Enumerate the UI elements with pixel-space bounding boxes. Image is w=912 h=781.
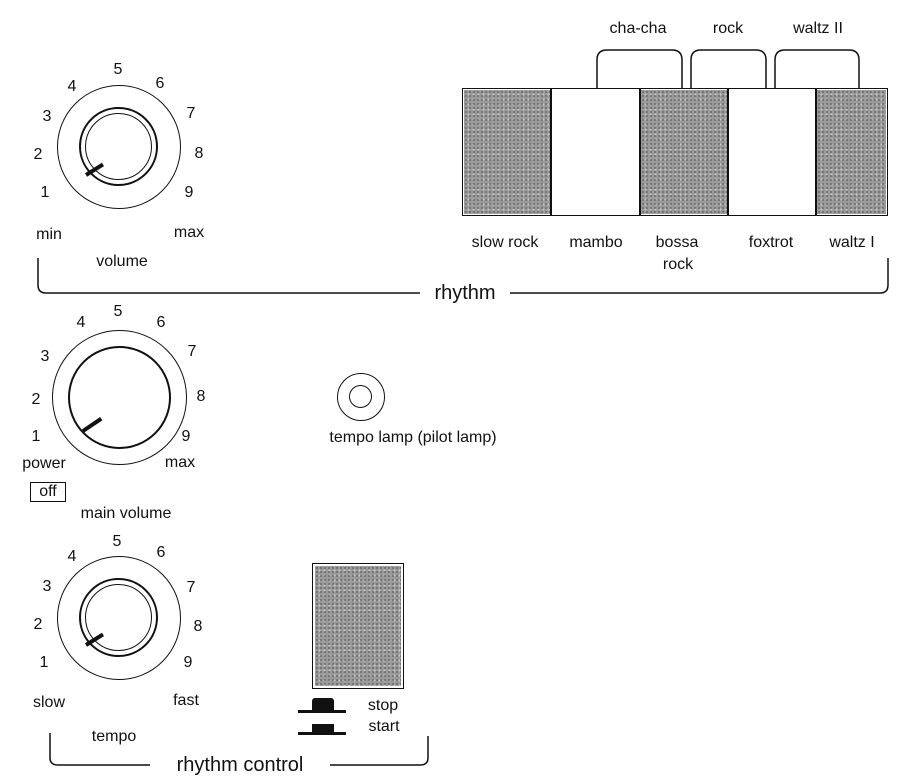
combo-label-waltz-ii: waltz II	[793, 20, 843, 37]
dial-number-5: 5	[113, 303, 123, 320]
label-bossa-rock-line2: rock	[662, 256, 694, 273]
dial-number-8: 8	[194, 145, 204, 162]
stop-position-line	[298, 710, 346, 713]
label-foxtrot: foxtrot	[748, 234, 794, 251]
tempo-fast-label: fast	[173, 692, 199, 709]
volume-max-label: max	[173, 224, 205, 241]
tempo-lamp	[337, 373, 385, 421]
start-position-icon	[312, 724, 334, 733]
volume-title: volume	[96, 253, 148, 270]
label-mambo: mambo	[569, 234, 623, 251]
dial-number-2: 2	[33, 146, 43, 163]
rhythm-button-panel	[462, 88, 888, 216]
dial-number-5: 5	[112, 533, 122, 550]
rhythm-button-bossa-rock[interactable]	[641, 90, 727, 214]
dial-number-3: 3	[42, 108, 52, 125]
dial-number-1: 1	[39, 654, 49, 671]
stop-position-icon	[312, 698, 334, 711]
tempo-knob[interactable]	[57, 556, 181, 680]
main-volume-title: main volume	[80, 505, 172, 522]
start-position-line	[298, 732, 346, 735]
dial-number-3: 3	[40, 348, 50, 365]
main-volume-knob[interactable]	[52, 330, 187, 465]
dial-number-4: 4	[76, 314, 86, 331]
label-bossa: bossa	[655, 234, 699, 251]
rhythm-control-button[interactable]	[312, 563, 404, 689]
dial-number-6: 6	[156, 544, 166, 561]
dial-number-6: 6	[155, 75, 165, 92]
dial-number-1: 1	[40, 184, 50, 201]
volume-knob-cap	[79, 107, 158, 186]
power-label: power	[22, 455, 66, 472]
rhythm-section-label: rhythm	[430, 282, 500, 304]
dial-number-7: 7	[186, 579, 196, 596]
dial-number-1: 1	[31, 428, 41, 445]
tempo-lamp-label: tempo lamp (pilot lamp)	[329, 429, 497, 446]
dial-number-4: 4	[67, 78, 77, 95]
rhythm-control-section-label: rhythm control	[172, 754, 308, 776]
main-volume-knob-cap	[68, 346, 171, 449]
rhythm-button-foxtrot[interactable]	[729, 90, 815, 214]
dial-number-4: 4	[67, 548, 77, 565]
start-label: start	[368, 718, 400, 735]
dial-number-6: 6	[156, 314, 166, 331]
rhythm-button-mambo[interactable]	[552, 90, 639, 214]
label-slow-rock: slow rock	[471, 234, 539, 251]
combo-label-rock: rock	[712, 20, 744, 37]
tempo-slow-label: slow	[32, 694, 66, 711]
dial-number-2: 2	[33, 616, 43, 633]
rhythm-button-waltz-i[interactable]	[817, 90, 886, 214]
dial-number-8: 8	[193, 618, 203, 635]
dial-number-3: 3	[42, 578, 52, 595]
label-waltz-i: waltz I	[829, 234, 875, 251]
stop-label: stop	[367, 697, 399, 714]
power-off-indicator: off	[30, 482, 66, 502]
tempo-title: tempo	[91, 728, 137, 745]
off-label: off	[39, 483, 57, 500]
dial-number-5: 5	[113, 61, 123, 78]
volume-knob[interactable]	[57, 85, 181, 209]
dial-number-9: 9	[184, 184, 194, 201]
dial-number-2: 2	[31, 391, 41, 408]
dial-number-9: 9	[181, 428, 191, 445]
main-volume-max-label: max	[164, 454, 196, 471]
dial-number-9: 9	[183, 654, 193, 671]
volume-min-label: min	[36, 226, 62, 243]
combo-label-cha-cha: cha-cha	[609, 20, 667, 37]
dial-number-7: 7	[187, 343, 197, 360]
dial-number-8: 8	[196, 388, 206, 405]
dial-number-7: 7	[186, 105, 196, 122]
rhythm-button-slow-rock[interactable]	[464, 90, 550, 214]
tempo-knob-cap	[79, 578, 158, 657]
